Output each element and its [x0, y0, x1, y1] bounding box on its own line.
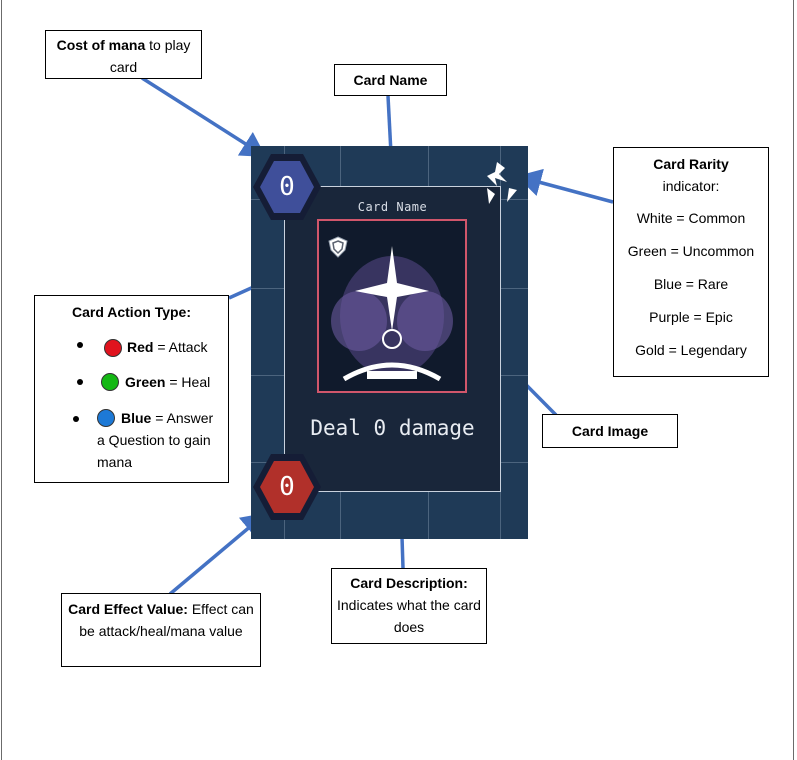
arrow-cost [141, 76, 266, 157]
callout-text: Effect can be attack/heal/mana value [79, 601, 254, 639]
action-meaning: = Answer a Question to gain mana [97, 410, 214, 470]
green-dot-icon [101, 373, 119, 391]
callout-title: Card Image [571, 423, 649, 439]
callout-text: to play card [109, 37, 191, 75]
callout-card-rarity: Card Rarity indicator: White = Common Gr… [613, 147, 769, 377]
arrow-effect [168, 512, 267, 596]
action-color: Green [125, 374, 166, 390]
action-color: Red [127, 339, 154, 355]
action-item-green: Green = Heal [125, 371, 210, 393]
bullet [73, 416, 79, 422]
action-item-red: Red = Attack [127, 336, 208, 358]
callout-action-type: Card Action Type: Red = Attack Green = H… [34, 295, 229, 483]
effect-hexagon [253, 454, 321, 520]
callout-title: Cost of mana [56, 37, 146, 53]
callout-mana-cost: Cost of mana to play card [45, 30, 202, 79]
rarity-icon [487, 162, 517, 204]
arrow-rarity [516, 168, 614, 204]
effect-value: 0 [279, 472, 295, 502]
action-meaning: = Heal [165, 374, 211, 390]
red-dot-icon [104, 339, 122, 357]
rarity-item: Green = Uncommon [627, 243, 755, 259]
rarity-list: White = Common Green = Uncommon Blue = R… [614, 207, 768, 372]
card-name-text: Card Name [357, 200, 428, 214]
callout-text: Indicates what the card does [337, 597, 481, 635]
callout-card-description: Card Description: Indicates what the car… [331, 568, 487, 644]
card-image [317, 219, 467, 393]
callout-title: Card Description: [350, 575, 468, 591]
callout-card-name: Card Name [334, 64, 447, 96]
card-description-text: Deal 0 damage [310, 416, 475, 440]
callout-title: Card Effect Value: [68, 601, 188, 617]
mana-cost-value: 0 [279, 172, 295, 202]
shield-icon [328, 236, 348, 258]
action-item-blue: Blue = Answer a Question to gain mana [97, 407, 223, 473]
callout-title: Card Name [353, 72, 428, 88]
callout-effect-value: Card Effect Value: Effect can be attack/… [61, 593, 261, 667]
rarity-item: Purple = Epic [649, 309, 733, 325]
callout-text: indicator: [662, 178, 720, 194]
rarity-item: White = Common [636, 210, 746, 226]
rarity-item: Blue = Rare [653, 276, 729, 292]
callout-card-image: Card Image [542, 414, 678, 448]
mana-hexagon [253, 154, 321, 220]
rarity-item: Gold = Legendary [635, 342, 747, 358]
blue-dot-icon [97, 409, 115, 427]
bullet [77, 342, 83, 348]
action-color: Blue [121, 410, 152, 426]
bullet [77, 379, 83, 385]
callout-title: Card Action Type: [71, 304, 191, 320]
action-meaning: = Attack [153, 339, 208, 355]
callout-title: Card Rarity [653, 156, 729, 172]
